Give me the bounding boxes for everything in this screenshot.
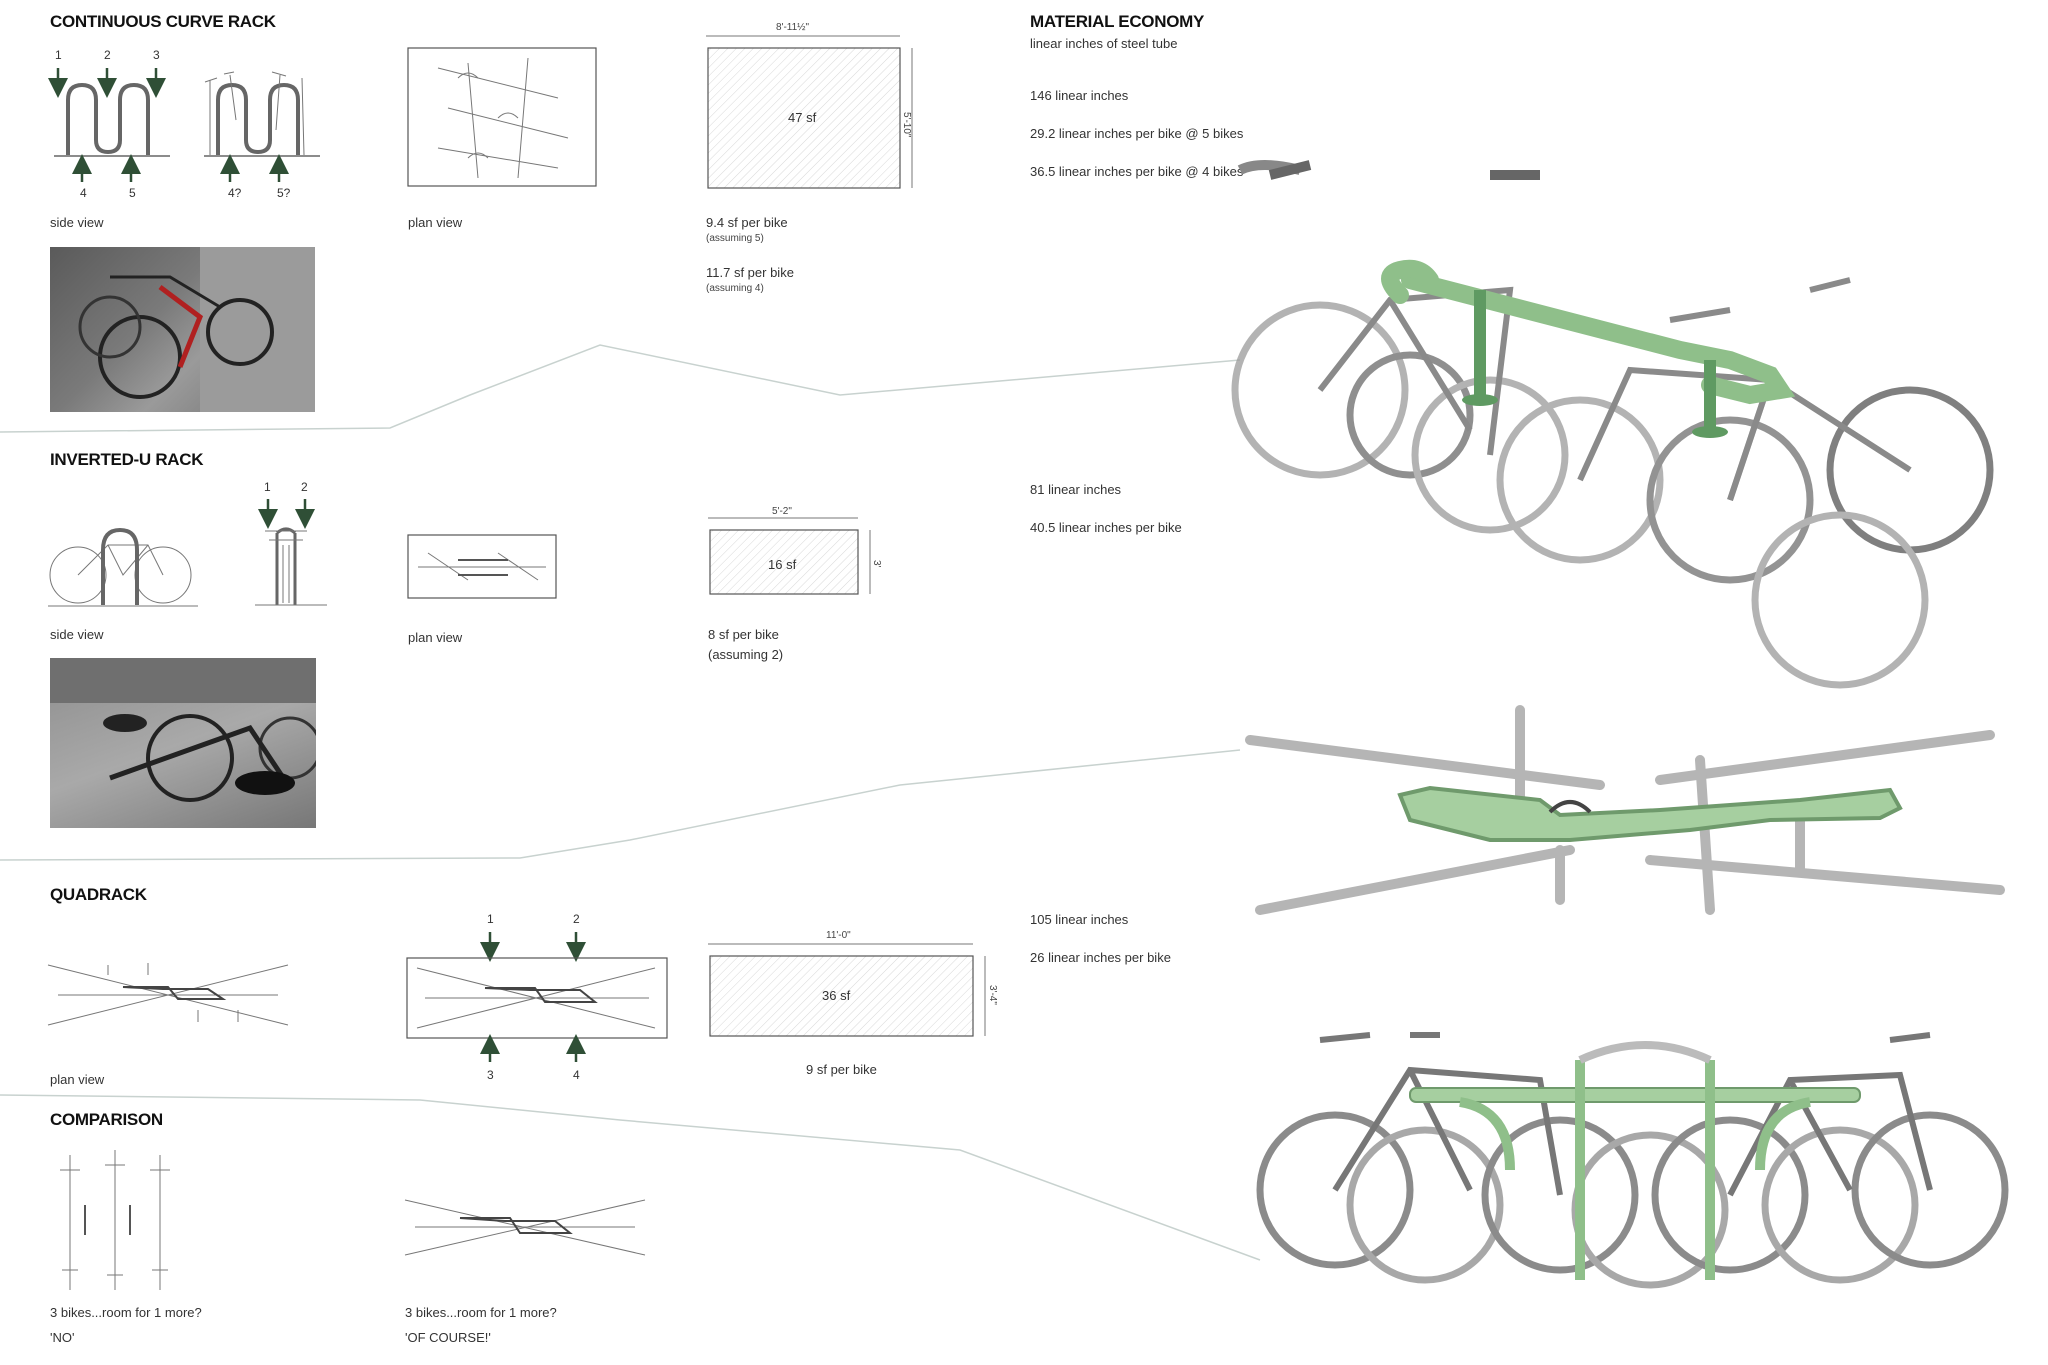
quadrack-side-rendering [1256, 1032, 2009, 1289]
comparison-right-answer: 'OF COURSE!' [405, 1330, 491, 1345]
continuous-rack-title: CONTINUOUS CURVE RACK [50, 12, 276, 31]
marker-5q: 5? [277, 186, 291, 200]
continuous-assume-1: (assuming 5) [706, 233, 764, 244]
comparison-title: COMPARISON [50, 1110, 163, 1129]
quadrack-dim-width: 11'-0" [826, 930, 851, 941]
inverted-u-side-view [48, 527, 198, 607]
inverted-u-front-view [255, 499, 327, 606]
inverted-u-dim-width: 5'-2" [772, 506, 792, 517]
me-continuous-5: 29.2 linear inches per bike @ 5 bikes [1030, 126, 1244, 141]
marker-3: 3 [153, 48, 160, 62]
comparison-left-caption: 3 bikes...room for 1 more? [50, 1305, 202, 1320]
inverted-u-dim-height: 3' [871, 560, 882, 568]
inverted-u-photo [50, 658, 316, 828]
quadrack-plan-rendering [1245, 705, 2005, 915]
quadrack-area-box [708, 943, 986, 1037]
material-economy-subtitle: linear inches of steel tube [1030, 36, 1178, 51]
comparison-right-diagram [404, 1199, 646, 1256]
continuous-side-view-label: side view [50, 215, 104, 230]
quadrack-marker-2: 2 [573, 912, 580, 926]
me-quadrack-total: 105 linear inches [1030, 912, 1129, 927]
inverted-u-plan-view-label: plan view [408, 630, 463, 645]
material-economy-title: MATERIAL ECONOMY [1030, 12, 1205, 31]
continuous-per-bike-2: 11.7 sf per bike [706, 265, 794, 280]
quadrack-plan-view-label: plan view [50, 1072, 105, 1087]
continuous-dim-height: 5'-10" [901, 112, 912, 138]
continuous-dim-width: 8'-11½" [776, 22, 810, 33]
me-continuous-total: 146 linear inches [1030, 88, 1129, 103]
continuous-per-bike-1: 9.4 sf per bike [706, 215, 788, 230]
me-inverted-total: 81 linear inches [1030, 482, 1122, 497]
continuous-side-view-diagram [48, 68, 320, 182]
quadrack-plan-small [47, 963, 289, 1026]
inverted-u-side-view-label: side view [50, 627, 104, 642]
quadrack-area: 36 sf [822, 988, 851, 1003]
continuous-plan-view [407, 47, 597, 187]
inverted-marker-1: 1 [264, 480, 271, 494]
me-inverted-per-bike: 40.5 linear inches per bike [1030, 520, 1182, 535]
me-continuous-4: 36.5 linear inches per bike @ 4 bikes [1030, 164, 1244, 179]
inverted-u-plan-view [407, 534, 557, 599]
comparison-left-diagram [60, 1150, 170, 1290]
marker-5: 5 [129, 186, 136, 200]
continuous-plan-view-label: plan view [408, 215, 463, 230]
continuous-assume-2: (assuming 4) [706, 283, 764, 294]
quadrack-plan-box [406, 932, 668, 1062]
quadrack-marker-3: 3 [487, 1068, 494, 1082]
marker-2: 2 [104, 48, 111, 62]
inverted-marker-2: 2 [301, 480, 308, 494]
continuous-rack-photo [50, 247, 315, 412]
comparison-left-answer: 'NO' [50, 1330, 75, 1345]
quadrack-marker-1: 1 [487, 912, 494, 926]
quadrack-dim-height: 3'-4" [987, 985, 998, 1005]
quadrack-per-bike: 9 sf per bike [806, 1062, 877, 1077]
marker-4: 4 [80, 186, 87, 200]
marker-4q: 4? [228, 186, 242, 200]
comparison-right-caption: 3 bikes...room for 1 more? [405, 1305, 557, 1320]
continuous-area: 47 sf [788, 110, 817, 125]
quadrack-marker-4: 4 [573, 1068, 580, 1082]
me-quadrack-per-bike: 26 linear inches per bike [1030, 950, 1171, 965]
inverted-u-area-box [708, 517, 871, 595]
continuous-area-box [706, 35, 913, 189]
marker-1: 1 [55, 48, 62, 62]
quadrack-title: QUADRACK [50, 885, 147, 904]
continuous-rack-rendering [1231, 160, 1994, 689]
inverted-u-area: 16 sf [768, 557, 797, 572]
inverted-u-title: INVERTED-U RACK [50, 450, 204, 469]
inverted-u-assume: (assuming 2) [708, 647, 784, 662]
inverted-u-per-bike: 8 sf per bike [708, 627, 779, 642]
